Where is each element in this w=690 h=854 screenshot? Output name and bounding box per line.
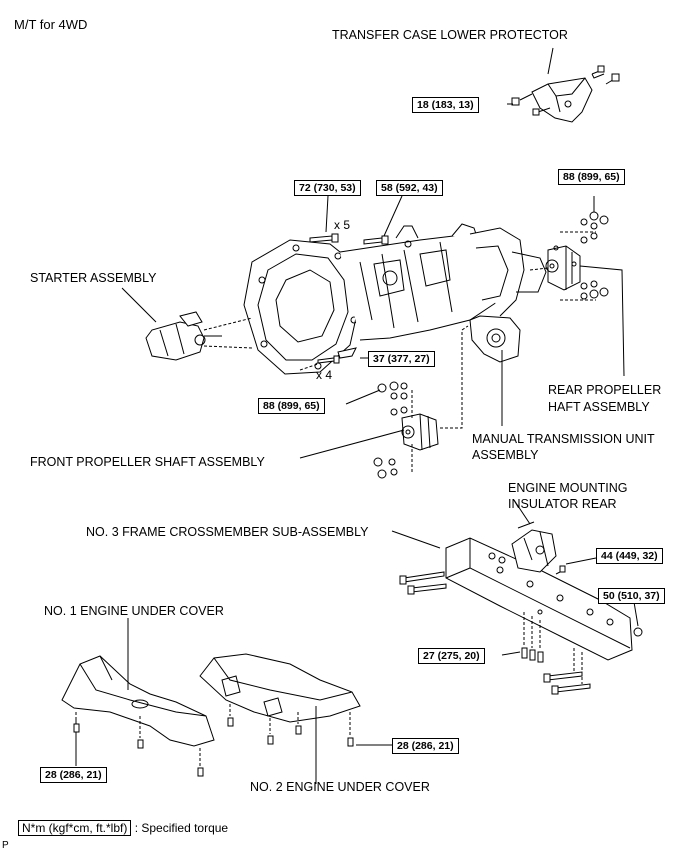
- under-cover-bolt: [347, 737, 354, 747]
- leader-line: [565, 557, 597, 565]
- front-propeller-nut: [390, 392, 408, 400]
- dashed-guide: [560, 231, 596, 301]
- mount-bolt: [555, 565, 566, 575]
- label-no3-crossmember: NO. 3 FRAME CROSSMEMBER SUB-ASSEMBLY: [86, 525, 369, 539]
- label-engine-mounting-2: INSULATOR REAR: [508, 497, 617, 511]
- label-no2-under-cover: NO. 2 ENGINE UNDER COVER: [250, 780, 430, 794]
- rear-propeller-nut: [589, 211, 609, 225]
- under-cover-bolt: [267, 735, 274, 745]
- crossmember-bolt: [399, 571, 445, 585]
- dashed-guide: [529, 267, 549, 271]
- label-starter-assembly: STARTER ASSEMBLY: [30, 271, 157, 285]
- leader-line: [579, 265, 625, 377]
- rear-propeller-flange: [545, 245, 581, 291]
- label-front-propeller: FRONT PROPELLER SHAFT ASSEMBLY: [30, 455, 265, 469]
- torque-cover2-28: 28 (286, 21): [392, 738, 459, 754]
- torque-cross-50: 50 (510, 37): [598, 588, 665, 604]
- rear-propeller-nut: [580, 280, 598, 290]
- rear-propeller-nut: [580, 218, 598, 230]
- protector-bolt: [511, 93, 533, 106]
- bolt: [317, 355, 340, 364]
- quantity-x5: x 5: [334, 218, 351, 232]
- under-cover-bolt: [137, 739, 144, 749]
- torque-58: 58 (592, 43): [376, 180, 443, 196]
- under-cover-bolt: [197, 767, 204, 777]
- dashed-guide: [440, 325, 469, 429]
- label-no1-under-cover: NO. 1 ENGINE UNDER COVER: [44, 604, 224, 618]
- leader-line: [513, 499, 531, 525]
- leader-line: [345, 389, 381, 405]
- crossmember-bolt: [521, 647, 544, 663]
- label-manual-transmission-2: ASSEMBLY: [472, 448, 539, 462]
- dashed-guide: [203, 317, 253, 349]
- engine-mounting-insulator: [511, 521, 557, 573]
- page-title: M/T for 4WD: [14, 17, 88, 32]
- dashed-guide: [299, 363, 319, 371]
- torque-cross-27: 27 (275, 20): [418, 648, 485, 664]
- under-cover-bolt: [227, 717, 234, 727]
- dashed-guide: [229, 704, 351, 736]
- leader-line: [633, 601, 639, 627]
- no1-engine-under-cover: [61, 655, 215, 747]
- label-rear-propeller-2: HAFT ASSEMBLY: [548, 400, 650, 414]
- footer-mark: P: [2, 840, 9, 851]
- dashed-guide: [75, 712, 201, 766]
- torque-mount-44: 44 (449, 32): [596, 548, 663, 564]
- front-propeller-nut: [373, 457, 396, 467]
- torque-cover1-28: 28 (286, 21): [40, 767, 107, 783]
- leader-line: [501, 651, 521, 656]
- front-propeller-nut: [390, 406, 408, 416]
- torque-protector: 18 (183, 13): [412, 97, 479, 113]
- no2-engine-under-cover: [199, 653, 361, 723]
- crossmember-bolt: [551, 683, 591, 695]
- dashed-guide: [573, 648, 583, 684]
- torque-37: 37 (377, 27): [368, 351, 435, 367]
- bracket: [337, 347, 357, 359]
- dashed-guide: [523, 612, 541, 650]
- torque-72: 72 (730, 53): [294, 180, 361, 196]
- crossmember-nut: [633, 627, 643, 637]
- under-cover-bolt: [73, 720, 80, 733]
- label-rear-propeller-1: REAR PROPELLER: [548, 383, 662, 397]
- leader-line: [299, 429, 405, 459]
- bolt: [309, 233, 339, 243]
- rear-propeller-nut: [580, 287, 609, 300]
- leader-line: [325, 195, 329, 233]
- protector-bolt: [605, 73, 620, 85]
- transfer-case-lower-protector: [507, 47, 620, 123]
- torque-front-prop: 88 (899, 65): [258, 398, 325, 414]
- starter-assembly: [145, 311, 222, 361]
- manual-transmission-unit: [243, 223, 547, 375]
- legend-text: : Specified torque: [134, 821, 229, 835]
- protector-bolt: [532, 107, 551, 116]
- under-cover-bolt: [295, 725, 302, 735]
- quantity-x4: x 4: [316, 368, 333, 382]
- leader-line: [391, 530, 441, 549]
- mount-nut: [488, 552, 506, 564]
- front-propeller-nut: [377, 381, 408, 393]
- rear-propeller-nut: [580, 232, 598, 244]
- leader-line: [121, 287, 157, 323]
- protector-bolt: [591, 65, 605, 79]
- label-engine-mounting-1: ENGINE MOUNTING: [508, 481, 628, 495]
- crossmember-bolt: [543, 671, 583, 683]
- front-propeller-nut: [377, 468, 398, 479]
- label-manual-transmission-1: MANUAL TRANSMISSION UNIT: [472, 432, 655, 446]
- front-propeller-flange: [401, 413, 439, 451]
- leader-line: [383, 195, 403, 237]
- torque-rear-prop: 88 (899, 65): [558, 169, 625, 185]
- label-transfer-case-lower-protector: TRANSFER CASE LOWER PROTECTOR: [332, 28, 568, 42]
- torque-legend: N*m (kgf*cm, ft.*lbf) : Specified torque: [18, 820, 229, 836]
- crossmember-bolt: [407, 583, 447, 595]
- bolt: [363, 235, 389, 245]
- legend-unit: N*m (kgf*cm, ft.*lbf): [18, 820, 132, 836]
